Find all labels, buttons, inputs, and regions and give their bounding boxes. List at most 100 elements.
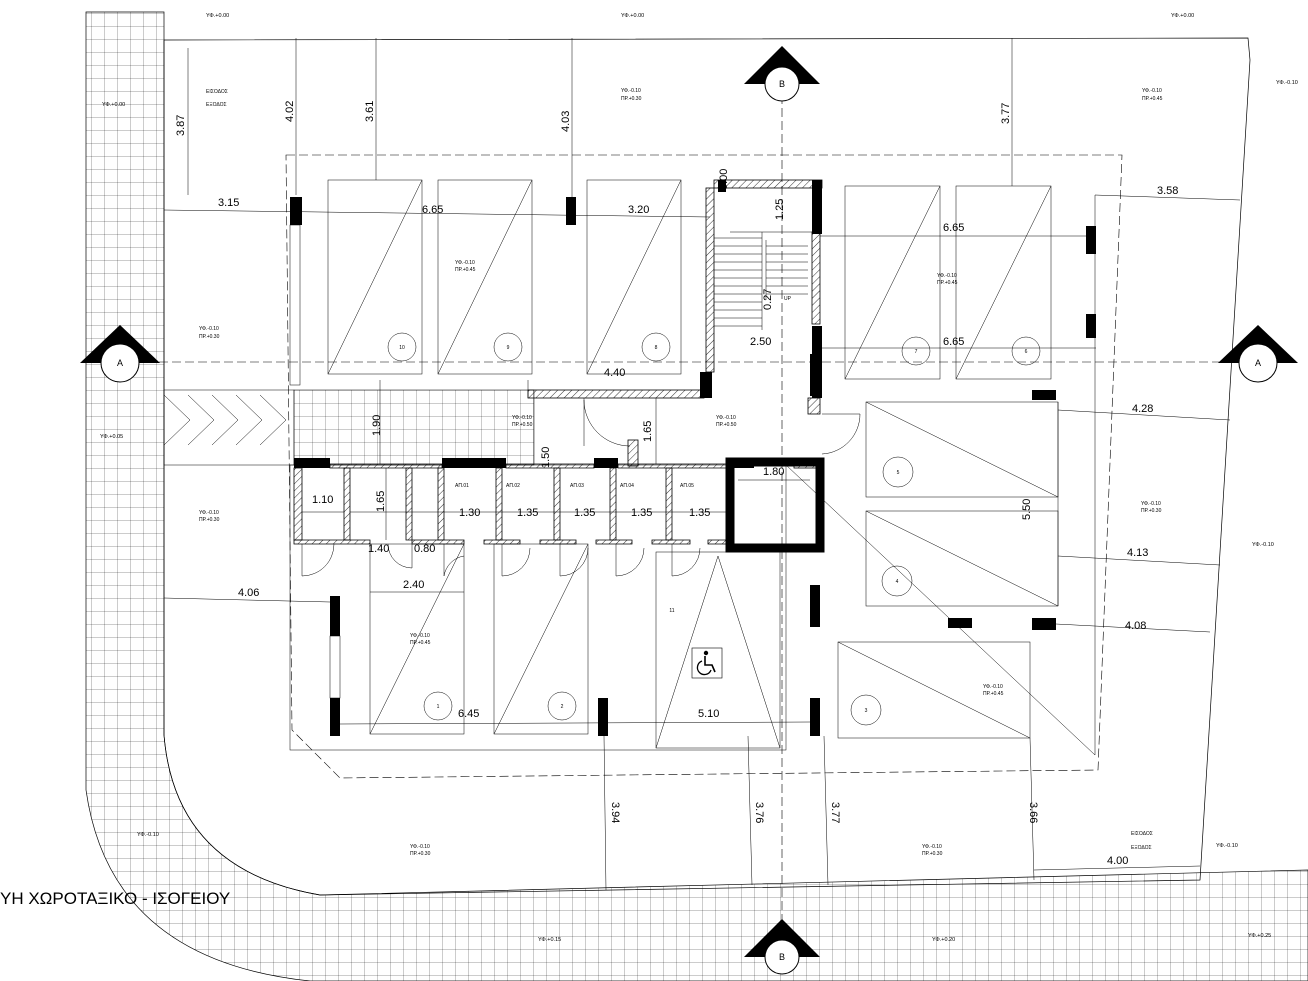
svg-text:ΥΦ.+0.25: ΥΦ.+0.25: [1248, 933, 1271, 939]
svg-text:1.25: 1.25: [774, 199, 786, 220]
svg-text:1.35: 1.35: [517, 507, 538, 519]
svg-text:ΑΠ.02: ΑΠ.02: [506, 483, 520, 489]
svg-text:ΠΡ.+0.45: ΠΡ.+0.45: [937, 280, 958, 286]
svg-text:2.50: 2.50: [750, 336, 771, 348]
parking-bay-11-accessible[interactable]: 11: [655, 551, 781, 749]
parking-bay-3[interactable]: 3: [837, 641, 1031, 739]
svg-text:ΥΦ.-0.10: ΥΦ.-0.10: [716, 415, 736, 421]
parking-bay-10[interactable]: 10: [327, 179, 423, 375]
svg-text:7: 7: [915, 349, 918, 355]
svg-text:ΥΦ.-0.10: ΥΦ.-0.10: [1142, 88, 1162, 94]
svg-text:1.10: 1.10: [312, 494, 333, 506]
svg-text:ΠΡ.+0.45: ΠΡ.+0.45: [983, 691, 1004, 697]
svg-text:1: 1: [437, 704, 440, 710]
svg-text:ΥΦ.+0.00: ΥΦ.+0.00: [102, 102, 125, 108]
svg-text:0.27: 0.27: [762, 289, 774, 310]
svg-text:UP: UP: [784, 296, 792, 302]
svg-text:ΥΦ.-0.10: ΥΦ.-0.10: [1252, 542, 1274, 548]
svg-text:1.30: 1.30: [459, 507, 480, 519]
svg-text:ΥΦ.-0.10: ΥΦ.-0.10: [199, 510, 219, 516]
svg-text:3.58: 3.58: [1157, 185, 1178, 197]
svg-text:ΑΠ.05: ΑΠ.05: [680, 483, 694, 489]
svg-text:4.03: 4.03: [560, 111, 572, 132]
svg-text:ΥΦ.+0.15: ΥΦ.+0.15: [538, 937, 561, 943]
parking-bay-5[interactable]: 5: [865, 401, 1059, 498]
drawing-title: ΥΗ ΧΩΡΟΤΑΞΙΚΟ - ΙΣΟΓΕΙΟΥ: [0, 889, 230, 908]
parking-bay-1[interactable]: 1: [369, 543, 465, 735]
svg-text:6.65: 6.65: [943, 336, 964, 348]
section-marker-b-top[interactable]: B: [744, 46, 820, 102]
svg-text:ΠΡ.+0.30: ΠΡ.+0.30: [1141, 508, 1162, 514]
svg-text:5.50: 5.50: [1021, 499, 1033, 520]
section-marker-a-right[interactable]: A: [1218, 325, 1298, 383]
level-labels: ΥΦ.+0.00 ΥΦ.+0.00 ΥΦ.+0.00 ΥΦ.+0.00 ΥΦ.-…: [100, 13, 1298, 943]
svg-text:ΥΦ.-0.10: ΥΦ.-0.10: [455, 260, 475, 266]
parking-bay-8[interactable]: 8: [586, 179, 682, 375]
svg-text:4.40: 4.40: [604, 367, 625, 379]
svg-text:4.00: 4.00: [1107, 855, 1128, 867]
svg-text:4.13: 4.13: [1127, 547, 1148, 559]
building-outline: [285, 154, 1123, 779]
parking-bay-4[interactable]: 4: [865, 510, 1059, 607]
svg-text:1.65: 1.65: [375, 491, 387, 512]
svg-text:4: 4: [896, 579, 899, 585]
svg-text:3.94: 3.94: [609, 802, 621, 823]
svg-text:6.65: 6.65: [943, 222, 964, 234]
parking-bay-9[interactable]: 9: [437, 179, 533, 375]
dimension-lines: [163, 38, 1241, 891]
svg-text:2.40: 2.40: [403, 579, 424, 591]
svg-text:ΥΦ.+0.00: ΥΦ.+0.00: [621, 13, 644, 19]
svg-text:1.65: 1.65: [642, 421, 654, 442]
svg-text:ΥΦ.-0.10: ΥΦ.-0.10: [410, 633, 430, 639]
svg-text:A: A: [117, 358, 123, 368]
svg-text:ΥΦ.-0.10: ΥΦ.-0.10: [137, 832, 159, 838]
svg-text:6: 6: [1025, 349, 1028, 355]
svg-text:0.00: 0.00: [718, 169, 730, 190]
svg-text:3.87: 3.87: [175, 115, 187, 136]
section-marker-b-bottom[interactable]: B: [744, 919, 820, 975]
svg-text:5.10: 5.10: [698, 708, 719, 720]
svg-text:3.77: 3.77: [1000, 103, 1012, 124]
svg-text:ΥΦ.-0.10: ΥΦ.-0.10: [1141, 501, 1161, 507]
svg-text:ΠΡ.+0.45: ΠΡ.+0.45: [410, 640, 431, 646]
svg-text:10: 10: [399, 345, 405, 351]
parking-bay-6[interactable]: 6: [955, 185, 1052, 380]
svg-text:ΥΦ.-0.10: ΥΦ.-0.10: [983, 684, 1003, 690]
section-marker-a-left[interactable]: A: [80, 325, 160, 383]
wheelchair-icon: [691, 647, 723, 679]
svg-text:1.50: 1.50: [540, 447, 552, 468]
svg-text:ΑΠ.03: ΑΠ.03: [570, 483, 584, 489]
svg-text:ΥΦ.-0.10: ΥΦ.-0.10: [199, 326, 219, 332]
svg-text:3.20: 3.20: [628, 204, 649, 216]
svg-text:1.35: 1.35: [631, 507, 652, 519]
svg-text:ΠΡ.+0.50: ΠΡ.+0.50: [512, 422, 533, 428]
svg-text:1.40: 1.40: [368, 543, 389, 555]
svg-text:A: A: [1255, 358, 1261, 368]
svg-text:ΑΠ.04: ΑΠ.04: [620, 483, 634, 489]
svg-text:ΠΡ.+0.30: ΠΡ.+0.30: [410, 851, 431, 857]
svg-text:ΑΠ.01: ΑΠ.01: [455, 483, 469, 489]
svg-text:11: 11: [669, 608, 674, 614]
svg-text:ΥΦ.+0.00: ΥΦ.+0.00: [206, 13, 229, 19]
svg-text:5: 5: [897, 470, 900, 476]
svg-text:ΥΦ.-0.10: ΥΦ.-0.10: [922, 844, 942, 850]
sidewalk: [85, 11, 1308, 981]
parking-bay-7[interactable]: 7: [844, 185, 941, 380]
svg-text:ΥΦ.-0.10: ΥΦ.-0.10: [621, 88, 641, 94]
svg-text:8: 8: [655, 345, 658, 351]
svg-text:4.28: 4.28: [1132, 403, 1153, 415]
svg-text:3.61: 3.61: [364, 101, 376, 122]
svg-text:3.76: 3.76: [753, 802, 765, 823]
svg-text:ΠΡ.+0.30: ΠΡ.+0.30: [922, 851, 943, 857]
svg-text:1.35: 1.35: [574, 507, 595, 519]
svg-text:ΠΡ.+0.30: ΠΡ.+0.30: [199, 517, 220, 523]
svg-text:ΥΦ.+0.00: ΥΦ.+0.00: [1171, 13, 1194, 19]
svg-text:ΕΞΟΔΟΣ: ΕΞΟΔΟΣ: [1131, 845, 1152, 851]
svg-text:ΠΡ.+0.45: ΠΡ.+0.45: [1142, 96, 1163, 102]
svg-text:1.80: 1.80: [763, 466, 784, 478]
svg-text:B: B: [779, 79, 785, 89]
svg-text:ΠΡ.+0.30: ΠΡ.+0.30: [199, 334, 220, 340]
svg-text:ΕΞΟΔΟΣ: ΕΞΟΔΟΣ: [206, 102, 227, 108]
svg-text:ΥΦ.+0.05: ΥΦ.+0.05: [100, 434, 123, 440]
